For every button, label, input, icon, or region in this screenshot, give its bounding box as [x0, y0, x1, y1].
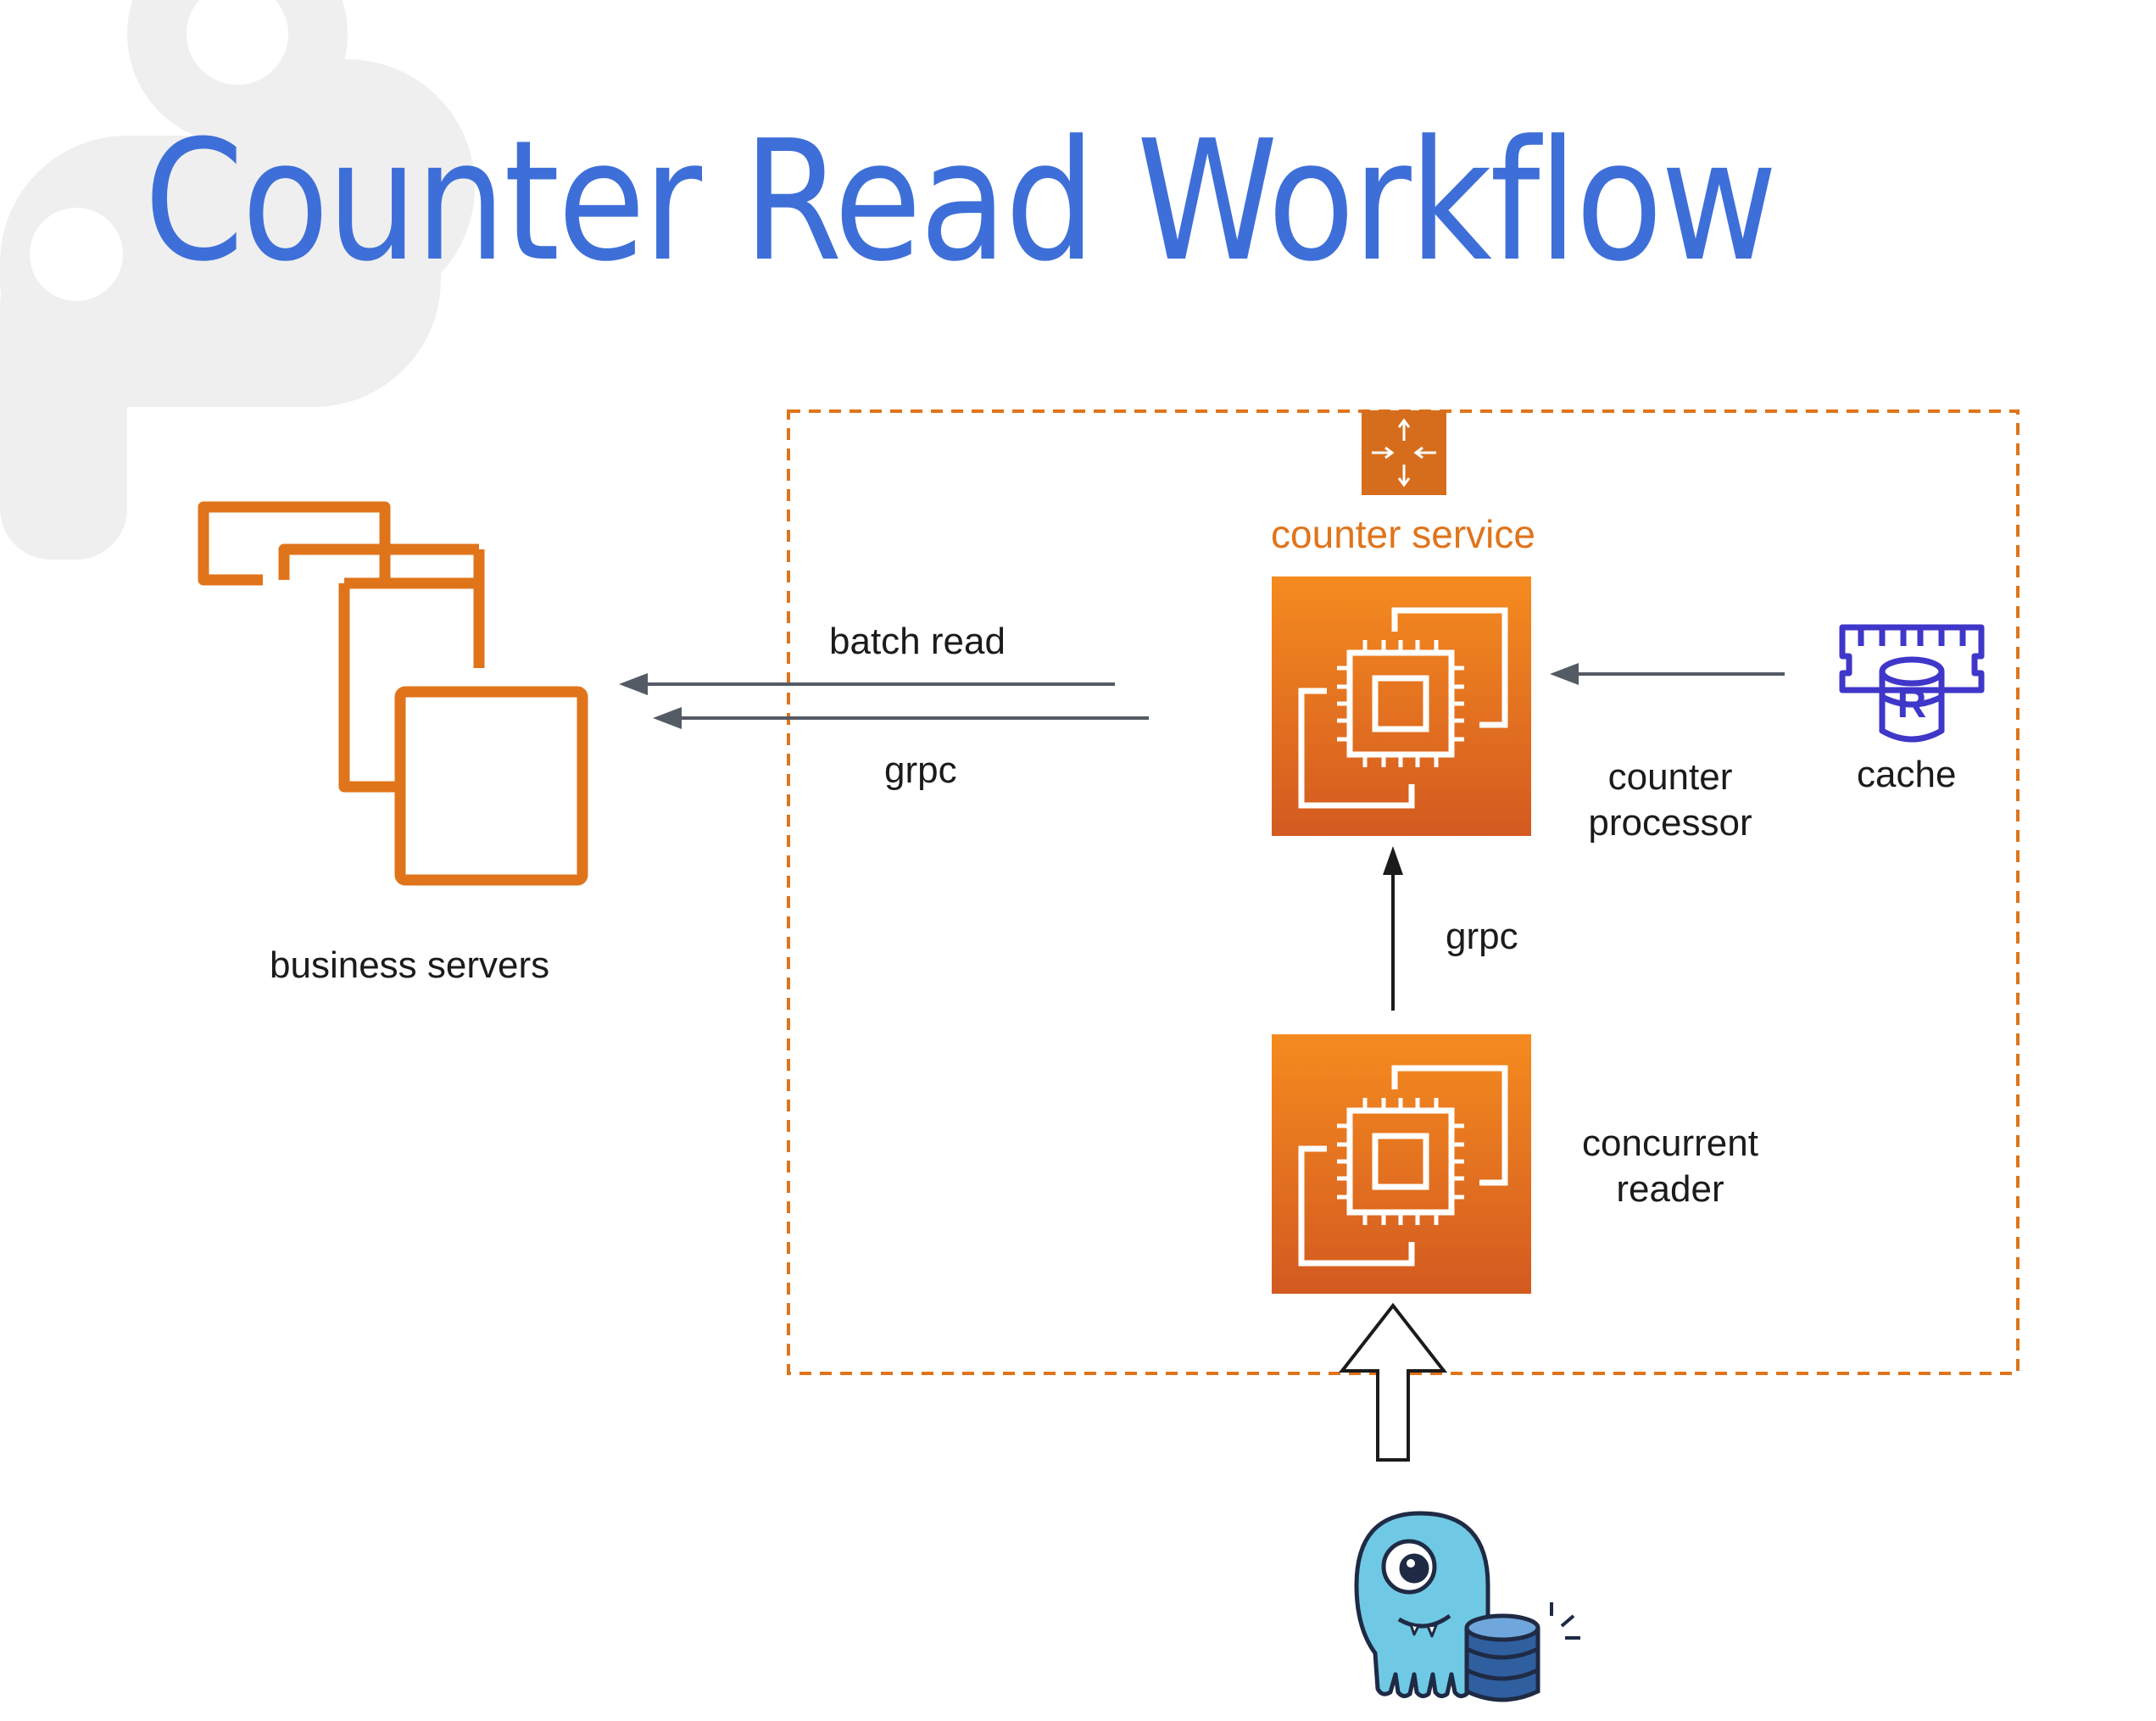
batch-read-arrow	[619, 673, 1115, 695]
business-servers-label: business servers	[270, 944, 550, 986]
database-to-reader-hollow-arrow	[1338, 1302, 1448, 1462]
concurrent-reader-label-line2: reader	[1616, 1168, 1724, 1210]
concurrent-reader-label: concurrent reader	[1543, 1121, 1797, 1212]
batch-read-label: batch read	[829, 621, 1006, 662]
cache-label: cache	[1857, 754, 1957, 795]
counter-processor-label-line1: counter	[1607, 756, 1733, 798]
concurrent-reader-ec2-icon	[1272, 1034, 1531, 1294]
grpc-up-label: grpc	[1446, 916, 1518, 957]
grpc-left-label: grpc	[884, 749, 957, 791]
counter-processor-ec2-icon	[1272, 576, 1531, 836]
grpc-up-arrow	[1383, 846, 1403, 1011]
database-icon	[1464, 1613, 1540, 1702]
scylladb-mascot-icon	[1354, 1511, 1580, 1702]
svg-text:R: R	[1897, 682, 1927, 727]
server-stack-icon	[198, 501, 588, 886]
counter-processor-label: counter processor	[1543, 755, 1797, 846]
cache-to-processor-arrow	[1550, 663, 1785, 685]
group-label: counter service	[1271, 512, 1535, 556]
page-title: Counter Read Workflow	[144, 105, 1778, 298]
concurrent-reader-label-line1: concurrent	[1582, 1122, 1758, 1164]
router-arrows-icon	[1362, 410, 1446, 495]
background-blob-decoration	[0, 0, 475, 560]
redis-cache-icon: R	[1839, 624, 1985, 743]
grpc-left-arrow	[653, 707, 1149, 729]
counter-processor-label-line2: processor	[1588, 802, 1752, 844]
